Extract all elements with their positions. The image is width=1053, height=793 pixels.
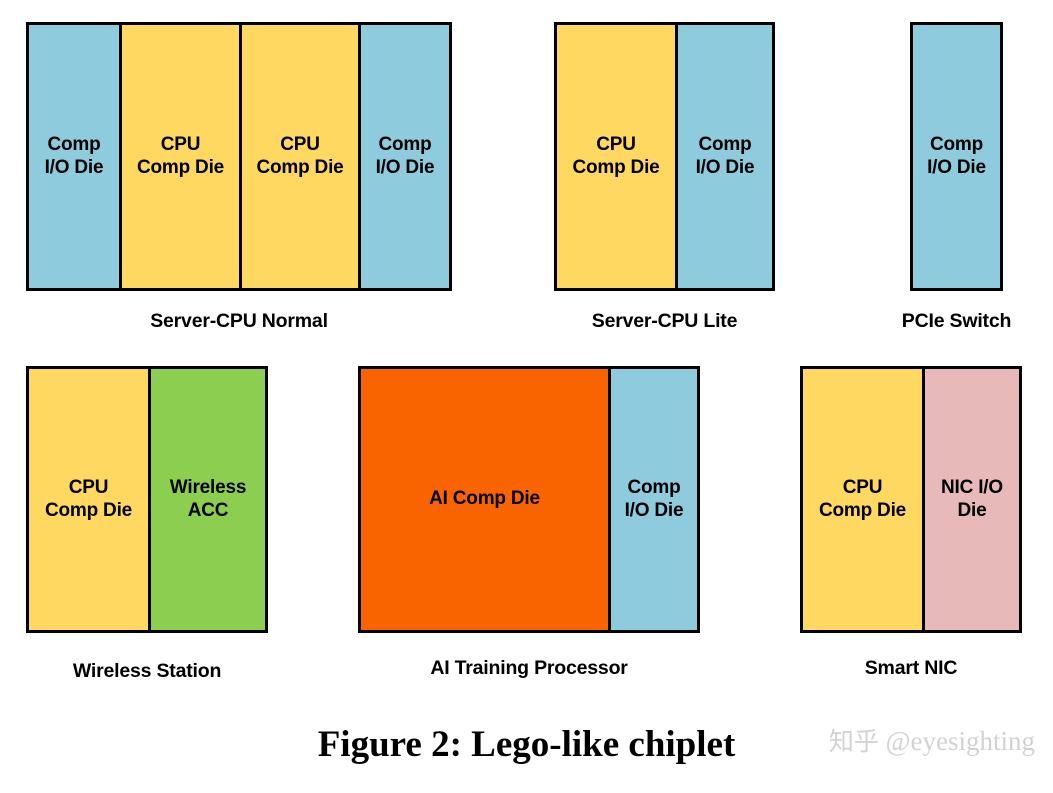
die-label: Comp I/O Die: [927, 134, 986, 178]
die-cpu-comp[interactable]: CPU Comp Die: [29, 369, 151, 630]
die-label: CPU Comp Die: [44, 477, 133, 521]
chiplet-group-server-cpu-lite: CPU Comp Die Comp I/O Die: [554, 22, 775, 291]
group-caption-pcie-switch: PCIe Switch: [901, 310, 1012, 332]
figure-caption: Figure 2: Lego-like chiplet: [317, 724, 736, 765]
die-label: Wireless ACC: [169, 477, 247, 521]
chiplet-group-smart-nic: CPU Comp Die NIC I/O Die: [800, 366, 1022, 633]
die-label: Comp I/O Die: [375, 134, 435, 178]
group-caption-server-cpu-lite: Server-CPU Lite: [591, 310, 738, 332]
die-cpu-comp[interactable]: CPU Comp Die: [557, 25, 678, 288]
die-label: Comp I/O Die: [695, 134, 755, 178]
die-cpu-comp[interactable]: CPU Comp Die: [803, 369, 925, 630]
group-caption-wireless-station: Wireless Station: [72, 660, 222, 682]
die-strip: Comp I/O Die: [910, 22, 1003, 291]
die-comp-io[interactable]: Comp I/O Die: [361, 25, 449, 288]
group-caption-server-cpu-normal: Server-CPU Normal: [150, 310, 328, 332]
chiplet-group-server-cpu-normal: Comp I/O Die CPU Comp Die CPU Comp Die C…: [26, 22, 452, 291]
chiplet-group-ai-training-processor: AI Comp Die Comp I/O Die: [358, 366, 700, 633]
die-cpu-comp[interactable]: CPU Comp Die: [122, 25, 242, 288]
die-comp-io[interactable]: Comp I/O Die: [678, 25, 772, 288]
die-label: CPU Comp Die: [256, 134, 344, 178]
die-label: AI Comp Die: [429, 488, 540, 510]
die-cpu-comp[interactable]: CPU Comp Die: [242, 25, 361, 288]
die-label: CPU Comp Die: [818, 477, 907, 521]
die-nic-io[interactable]: NIC I/O Die: [925, 369, 1019, 630]
die-strip: CPU Comp Die NIC I/O Die: [800, 366, 1022, 633]
die-comp-io[interactable]: Comp I/O Die: [29, 25, 122, 288]
chiplet-group-wireless-station: CPU Comp Die Wireless ACC: [26, 366, 268, 633]
die-comp-io[interactable]: Comp I/O Die: [913, 25, 1000, 288]
die-label: NIC I/O Die: [941, 477, 1003, 521]
die-label: Comp I/O Die: [44, 134, 104, 178]
die-label: CPU Comp Die: [572, 134, 660, 178]
die-ai-comp[interactable]: AI Comp Die: [361, 369, 611, 630]
die-comp-io[interactable]: Comp I/O Die: [611, 369, 697, 630]
die-label: CPU Comp Die: [136, 134, 225, 178]
die-strip: AI Comp Die Comp I/O Die: [358, 366, 700, 633]
die-wireless-acc[interactable]: Wireless ACC: [151, 369, 265, 630]
group-caption-ai-training-processor: AI Training Processor: [430, 657, 628, 679]
chiplet-group-pcie-switch: Comp I/O Die: [910, 22, 1003, 291]
die-label: Comp I/O Die: [624, 477, 684, 521]
die-strip: CPU Comp Die Wireless ACC: [26, 366, 268, 633]
die-strip: CPU Comp Die Comp I/O Die: [554, 22, 775, 291]
die-strip: Comp I/O Die CPU Comp Die CPU Comp Die C…: [26, 22, 452, 291]
group-caption-smart-nic: Smart NIC: [864, 657, 958, 679]
